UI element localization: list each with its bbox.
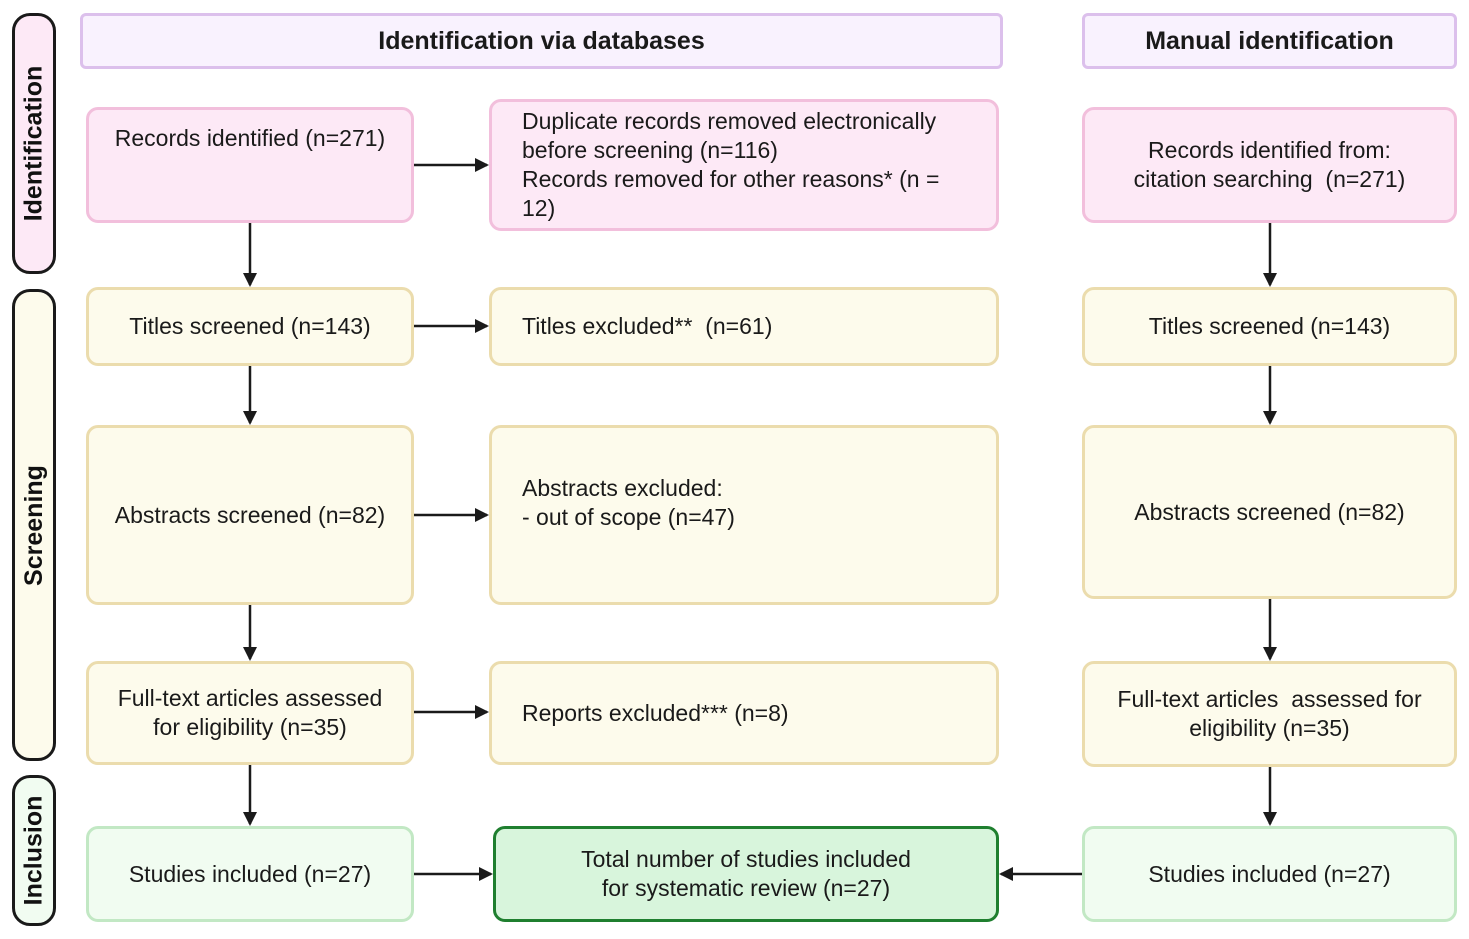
db-titles-screened-text: Titles screened (n=143)	[129, 313, 371, 339]
phase-inclusion: Inclusion	[12, 775, 56, 926]
manual-studies-included-box: Studies included (n=27)	[1082, 826, 1457, 922]
db-abstracts-excluded-line2: - out of scope (n=47)	[522, 504, 735, 530]
db-titles-excluded-box: Titles excluded** (n=61)	[489, 287, 999, 366]
db-removed-line3: Records removed for other reasons* (n =	[522, 166, 940, 192]
manual-fulltext-line1: Full-text articles assessed for	[1117, 686, 1422, 712]
manual-fulltext-box: Full-text articles assessed for eligibil…	[1082, 661, 1457, 767]
db-abstracts-screened-box: Abstracts screened (n=82)	[86, 425, 414, 605]
db-records-identified-text: Records identified (n=271)	[114, 125, 386, 151]
db-reports-excluded-box: Reports excluded*** (n=8)	[489, 661, 999, 765]
manual-titles-screened-box: Titles screened (n=143)	[1082, 287, 1457, 366]
db-fulltext-box: Full-text articles assessed for eligibil…	[86, 661, 414, 765]
header-manual-text: Manual identification	[1145, 26, 1394, 55]
db-abstracts-screened-text: Abstracts screened (n=82)	[114, 501, 386, 528]
total-included-box: Total number of studies included for sys…	[493, 826, 999, 922]
manual-records-line1: Records identified from:	[1148, 137, 1391, 163]
manual-abstracts-screened-box: Abstracts screened (n=82)	[1082, 425, 1457, 599]
db-removed-line2: before screening (n=116)	[522, 137, 778, 163]
db-removed-box: Duplicate records removed electronically…	[489, 99, 999, 231]
manual-studies-included-text: Studies included (n=27)	[1148, 860, 1391, 887]
total-included-line2: for systematic review (n=27)	[601, 875, 891, 901]
header-manual: Manual identification	[1082, 13, 1457, 69]
total-included-line1: Total number of studies included	[581, 846, 911, 872]
db-titles-excluded-text: Titles excluded** (n=61)	[522, 313, 773, 339]
manual-titles-screened-text: Titles screened (n=143)	[1148, 313, 1391, 339]
db-studies-included-box: Studies included (n=27)	[86, 826, 414, 922]
header-databases: Identification via databases	[80, 13, 1003, 69]
db-titles-screened-box: Titles screened (n=143)	[86, 287, 414, 366]
db-reports-excluded-text: Reports excluded*** (n=8)	[522, 699, 789, 726]
db-abstracts-excluded-box: Abstracts excluded: - out of scope (n=47…	[489, 425, 999, 605]
manual-records-box: Records identified from: citation search…	[1082, 107, 1457, 223]
phase-identification: Identification	[12, 13, 56, 274]
manual-fulltext-line2: eligibility (n=35)	[1189, 715, 1350, 741]
db-records-identified-box: Records identified (n=271)	[86, 107, 414, 223]
db-abstracts-excluded-line1: Abstracts excluded:	[522, 475, 723, 501]
db-removed-line1: Duplicate records removed electronically	[522, 108, 937, 134]
db-fulltext-line1: Full-text articles assessed	[117, 685, 383, 711]
db-studies-included-text: Studies included (n=27)	[128, 860, 372, 887]
db-removed-line4: 12)	[522, 195, 556, 221]
phase-screening: Screening	[12, 289, 56, 761]
header-databases-text: Identification via databases	[378, 26, 705, 55]
db-fulltext-line2: for eligibility (n=35)	[153, 714, 347, 740]
manual-abstracts-screened-text: Abstracts screened (n=82)	[1134, 498, 1405, 525]
manual-records-line2: citation searching (n=271)	[1133, 166, 1406, 192]
